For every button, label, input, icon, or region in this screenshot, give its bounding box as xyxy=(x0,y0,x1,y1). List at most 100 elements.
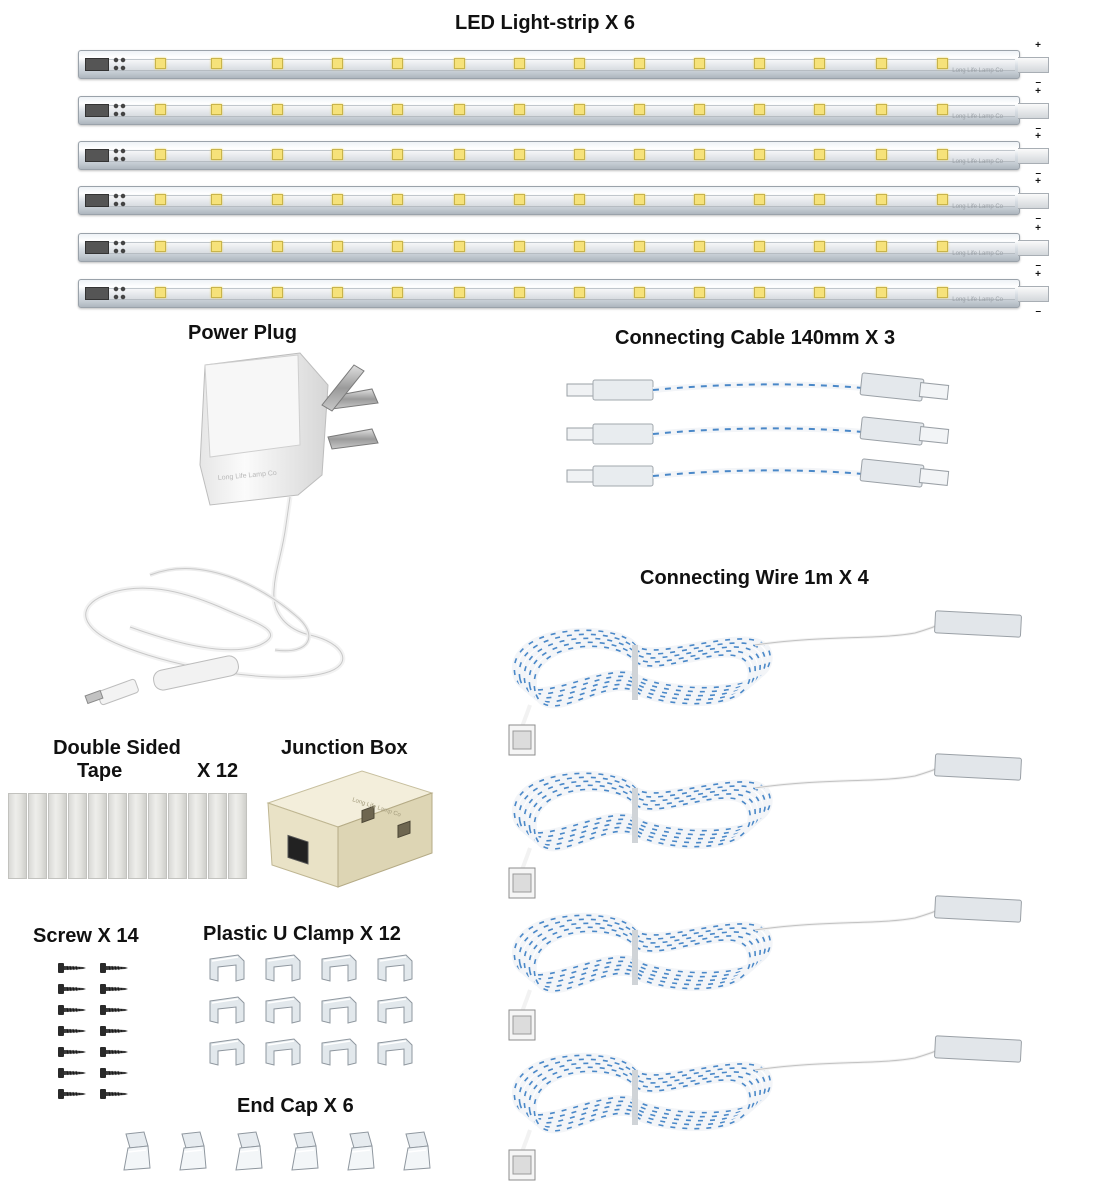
led-chip xyxy=(937,149,948,160)
strip-brand-text: Long Life Lamp Co xyxy=(952,68,1003,74)
led-chip xyxy=(574,104,585,115)
led-chip xyxy=(694,287,705,298)
u-clamp xyxy=(209,954,245,982)
led-chip xyxy=(634,104,645,115)
strip-connector-tip xyxy=(1018,148,1049,164)
screw xyxy=(100,1026,128,1036)
led-chip xyxy=(876,241,887,252)
connecting-wire xyxy=(508,610,1022,756)
led-chip xyxy=(876,58,887,69)
led-chip xyxy=(332,241,343,252)
led-strip-title: LED Light-strip X 6 xyxy=(455,12,635,34)
led-chip xyxy=(574,58,585,69)
minus-sign: – xyxy=(1035,168,1041,179)
plus-sign: + xyxy=(1035,269,1041,280)
led-chip xyxy=(514,104,525,115)
led-strip: Long Life Lamp Co+– xyxy=(78,132,1049,179)
screw xyxy=(58,1005,86,1015)
led-strip: Long Life Lamp Co+– xyxy=(78,270,1049,317)
u-clamp xyxy=(209,1038,245,1066)
strip-connector-tip xyxy=(1018,57,1049,73)
minus-sign: – xyxy=(1035,260,1041,271)
led-chip xyxy=(272,194,283,205)
tape-piece xyxy=(208,793,227,879)
connecting-wire-title: Connecting Wire 1m X 4 xyxy=(640,567,869,589)
u-clamp xyxy=(321,1038,357,1066)
tape-piece xyxy=(48,793,67,879)
led-chip xyxy=(454,58,465,69)
led-chip xyxy=(155,104,166,115)
led-chip xyxy=(155,194,166,205)
screw xyxy=(100,1005,128,1015)
led-chip xyxy=(392,241,403,252)
tape-title-line1: Double Sided xyxy=(53,737,181,759)
led-chip xyxy=(211,287,222,298)
led-chip xyxy=(211,104,222,115)
led-chip xyxy=(454,287,465,298)
led-chip xyxy=(272,287,283,298)
minus-sign: – xyxy=(1035,77,1041,88)
led-chip xyxy=(454,104,465,115)
led-chip xyxy=(814,149,825,160)
screw xyxy=(100,1047,128,1057)
end-cap xyxy=(235,1131,263,1171)
led-chip xyxy=(814,241,825,252)
screw xyxy=(58,963,86,973)
led-chip xyxy=(155,287,166,298)
connecting-cable xyxy=(566,372,950,402)
end-cap xyxy=(179,1131,207,1171)
tape-title-line2: Tape xyxy=(77,760,123,782)
strip-connector-tip xyxy=(1018,286,1049,302)
screw xyxy=(58,1026,86,1036)
u-clamp xyxy=(265,954,301,982)
tape-piece xyxy=(188,793,207,879)
u-clamp xyxy=(377,996,413,1024)
connecting-wire xyxy=(508,895,1022,1041)
connecting-wire xyxy=(508,1035,1022,1181)
led-chip xyxy=(574,287,585,298)
plus-sign: + xyxy=(1035,176,1041,187)
led-strip: Long Life Lamp Co+– xyxy=(78,224,1049,271)
strip-brand-text: Long Life Lamp Co xyxy=(952,159,1003,165)
screw xyxy=(58,1068,86,1078)
led-chip xyxy=(754,287,765,298)
screw xyxy=(58,1089,86,1099)
led-chip xyxy=(392,104,403,115)
tape-piece xyxy=(8,793,27,879)
led-chip xyxy=(392,194,403,205)
led-chip xyxy=(634,58,645,69)
led-chip xyxy=(814,194,825,205)
minus-sign: – xyxy=(1035,123,1041,134)
led-chip xyxy=(514,149,525,160)
power-plug-image: Long Life Lamp Co xyxy=(83,352,379,706)
led-chip xyxy=(211,241,222,252)
led-chip xyxy=(332,194,343,205)
led-chip xyxy=(574,194,585,205)
connecting-cable xyxy=(566,416,950,446)
led-chip xyxy=(574,149,585,160)
led-chip xyxy=(754,194,765,205)
led-chip xyxy=(211,58,222,69)
u-clamp xyxy=(265,996,301,1024)
led-chip xyxy=(754,58,765,69)
tape-piece xyxy=(228,793,247,879)
led-chip xyxy=(694,104,705,115)
plus-sign: + xyxy=(1035,40,1041,51)
junction-box-title: Junction Box xyxy=(281,737,408,759)
led-strip: Long Life Lamp Co+– xyxy=(78,87,1049,134)
led-chip xyxy=(514,241,525,252)
led-chip xyxy=(211,149,222,160)
led-chip xyxy=(272,104,283,115)
u-clamp xyxy=(321,954,357,982)
led-chip xyxy=(937,58,948,69)
u-clamp xyxy=(265,1038,301,1066)
connecting-wire xyxy=(508,753,1022,899)
led-chip xyxy=(454,149,465,160)
u-clamp xyxy=(321,996,357,1024)
junction-box-image: Long Life Lamp Co xyxy=(266,770,434,888)
led-chip xyxy=(332,104,343,115)
led-chip xyxy=(876,194,887,205)
connecting-cable xyxy=(566,458,950,488)
screw xyxy=(100,984,128,994)
led-chip xyxy=(454,241,465,252)
